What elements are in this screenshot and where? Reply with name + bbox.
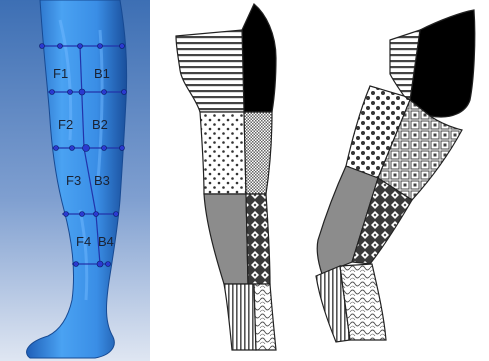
segment-upper-back xyxy=(242,4,276,112)
leg-pattern-bent-view xyxy=(316,10,475,342)
leg-pattern-diagrams xyxy=(160,0,489,361)
segment-calf-back xyxy=(246,194,270,284)
segment-label-b3: B3 xyxy=(94,173,110,188)
segment-knee-front xyxy=(200,112,246,194)
segment-calf-front xyxy=(204,194,248,284)
segment-label-f4: F4 xyxy=(76,234,91,249)
segment-knee-back xyxy=(244,112,272,194)
segment-ankle-back xyxy=(254,284,276,350)
segment-label-b2: B2 xyxy=(92,117,108,132)
segment-label-f3: F3 xyxy=(66,173,81,188)
segment-label-b4: B4 xyxy=(98,234,114,249)
leg-scan-image: F1 B1 F2 B2 F3 B3 F4 B4 xyxy=(0,0,150,361)
leg-pattern-side-view xyxy=(176,4,276,350)
segment-label-f2: F2 xyxy=(58,117,73,132)
segment-upper-back xyxy=(410,10,475,117)
segment-ankle-front xyxy=(224,284,256,350)
segment-label-f1: F1 xyxy=(53,66,68,81)
segment-label-b1: B1 xyxy=(94,66,110,81)
segment-upper-front xyxy=(176,30,244,112)
